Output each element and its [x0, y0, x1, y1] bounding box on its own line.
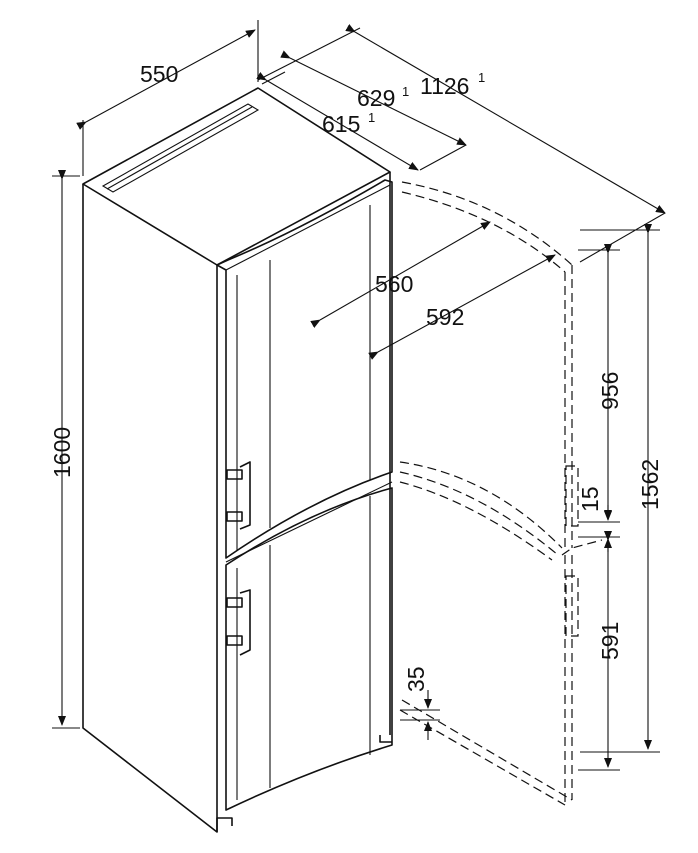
upper-door-handle	[226, 461, 251, 530]
label-35: 35	[403, 666, 429, 692]
lower-door	[225, 481, 393, 811]
dim-line-width	[76, 29, 256, 130]
label-629: 629	[357, 85, 395, 111]
label-629-note: 1	[402, 84, 409, 99]
dimension-labels: 550 629 1 1126 1 615 1 560 592 1600 1562…	[49, 61, 663, 692]
dim-line-1126	[345, 24, 666, 214]
upper-door	[216, 179, 393, 559]
label-1562: 1562	[637, 459, 663, 510]
label-height: 1600	[49, 427, 75, 478]
label-592: 592	[426, 304, 464, 330]
label-1126: 1126	[420, 73, 469, 99]
label-615-note: 1	[368, 110, 375, 125]
label-560: 560	[375, 271, 413, 297]
lower-door-handle	[226, 589, 251, 656]
door-swing-outline	[399, 181, 603, 806]
label-956: 956	[597, 372, 623, 410]
cabinet-side	[82, 184, 218, 833]
label-15: 15	[577, 486, 603, 512]
label-615: 615	[322, 111, 360, 137]
label-1126-note: 1	[478, 70, 485, 85]
plinth	[216, 735, 392, 832]
dim-line-592	[368, 254, 556, 360]
dimensions	[52, 20, 666, 771]
label-width: 550	[140, 61, 178, 87]
label-591: 591	[597, 622, 623, 660]
